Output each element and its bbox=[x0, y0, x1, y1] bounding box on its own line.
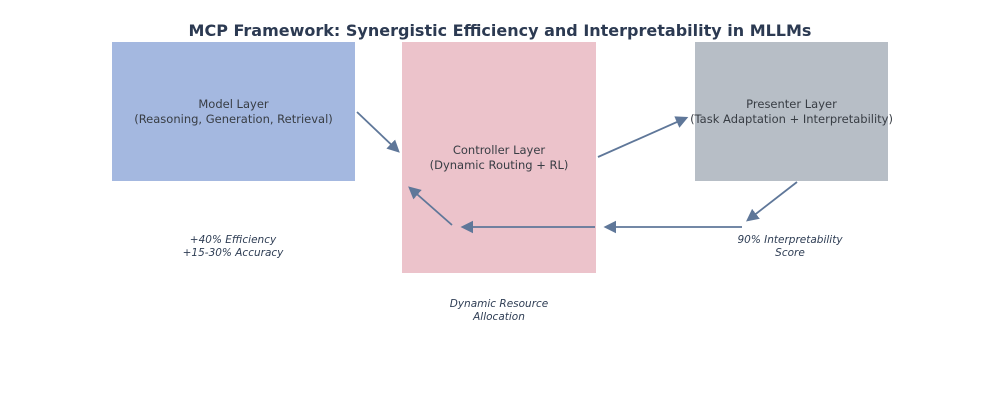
annotation-efficiency: +40% Efficiency +15-30% Accuracy bbox=[133, 234, 333, 259]
node-presenter-layer: Presenter Layer (Task Adaptation + Inter… bbox=[690, 42, 893, 181]
arrow-model-to-controller bbox=[356, 111, 400, 153]
arrow-presenter-to-interpretability bbox=[746, 181, 798, 222]
annotation-interpretability: 90% Interpretability Score bbox=[690, 234, 890, 259]
node-model-layer-subtitle: (Reasoning, Generation, Retrieval) bbox=[134, 111, 333, 126]
node-model-layer: Model Layer (Reasoning, Generation, Retr… bbox=[112, 42, 355, 181]
annotation-interpretability-line2: Score bbox=[775, 246, 805, 259]
annotation-interpretability-line1: 90% Interpretability bbox=[737, 234, 843, 246]
annotation-allocation-line1: Dynamic Resource bbox=[449, 298, 549, 310]
diagram-title: MCP Framework: Synergistic Efficiency an… bbox=[188, 21, 812, 40]
arrow-controller-to-presenter bbox=[597, 116, 689, 158]
node-presenter-layer-subtitle: (Task Adaptation + Interpretability) bbox=[690, 111, 893, 126]
node-model-layer-title: Model Layer bbox=[198, 96, 269, 111]
node-controller-layer: Controller Layer (Dynamic Routing + RL) bbox=[402, 42, 596, 273]
annotation-efficiency-line1: +40% Efficiency bbox=[189, 234, 277, 246]
node-controller-layer-subtitle: (Dynamic Routing + RL) bbox=[429, 157, 569, 172]
node-controller-layer-title: Controller Layer bbox=[452, 142, 546, 157]
annotation-allocation-line2: Allocation bbox=[473, 310, 525, 323]
node-presenter-layer-title: Presenter Layer bbox=[746, 96, 837, 111]
annotation-allocation: Dynamic Resource Allocation bbox=[399, 298, 599, 323]
annotation-efficiency-line2: +15-30% Accuracy bbox=[182, 246, 284, 259]
